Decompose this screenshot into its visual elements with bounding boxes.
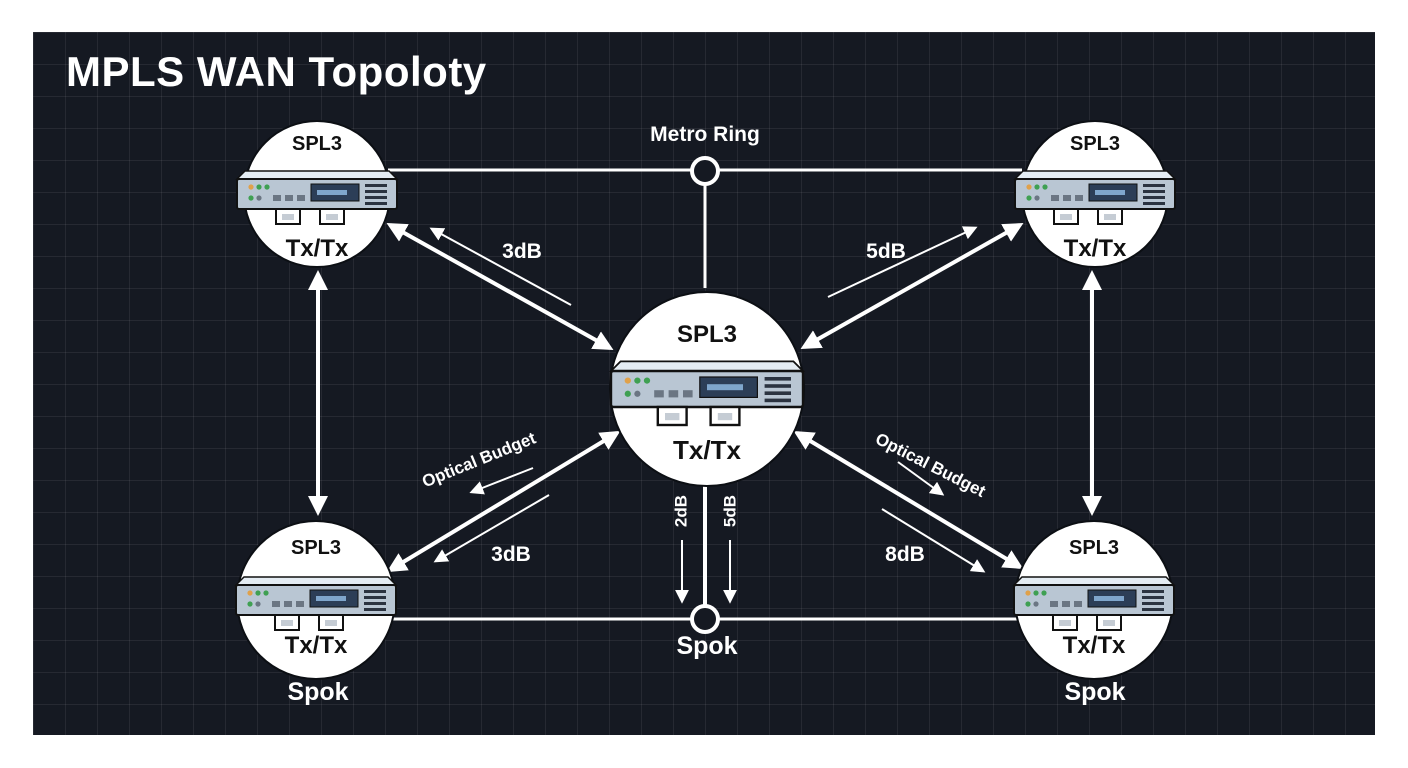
link-label: 2dB: [671, 495, 690, 527]
node-bottom-right[interactable]: SPL3 Tx/Tx: [1013, 520, 1175, 680]
node-name: SPL3: [1070, 133, 1120, 155]
link-bottom-right-center: [793, 430, 1024, 570]
node-top-right[interactable]: SPL3 Tx/Tx: [1014, 120, 1176, 268]
link-label: 3dB: [491, 543, 531, 566]
optical-budget-label: Optical Budget: [419, 428, 539, 491]
node-port: Tx/Tx: [285, 632, 348, 659]
link-top-right-center: [800, 223, 1024, 349]
metro-ring-junction[interactable]: [690, 156, 720, 186]
links-layer: [308, 168, 1102, 621]
link-label: 8dB: [885, 543, 925, 566]
node-bottom-left[interactable]: SPL3 Tx/Tx: [235, 520, 397, 680]
node-name: SPL3: [291, 537, 341, 559]
node-name: SPL3: [677, 321, 737, 348]
diagram-title: MPLS WAN Topoloty: [66, 48, 487, 95]
signal-arrow: [881, 508, 986, 573]
node-name: SPL3: [292, 133, 342, 155]
node-name: SPL3: [1069, 537, 1119, 559]
node-port: Tx/Tx: [673, 435, 741, 465]
node-center[interactable]: SPL3 Tx/Tx: [609, 291, 805, 487]
signal-arrow: [469, 467, 534, 495]
signal-arrow: [897, 461, 945, 496]
link-bottom-left-center: [386, 430, 621, 573]
link-label: 3dB: [502, 240, 542, 263]
link-label: 5dB: [720, 495, 739, 527]
spok-junction[interactable]: [690, 604, 720, 634]
node-port: Tx/Tx: [286, 235, 349, 262]
node-caption: Spok: [287, 678, 348, 706]
signal-arrow: [827, 226, 978, 298]
node-port: Tx/Tx: [1063, 632, 1126, 659]
node-top-left[interactable]: SPL3 Tx/Tx: [236, 120, 398, 268]
node-caption: Spok: [1064, 678, 1125, 706]
link-label: 5dB: [866, 240, 906, 263]
link-top-left-center: [386, 223, 614, 350]
spok-junction-label: Spok: [676, 632, 737, 660]
signal-arrow: [429, 227, 572, 306]
metro-ring-label: Metro Ring: [650, 123, 760, 146]
signal-arrow: [433, 494, 550, 563]
node-port: Tx/Tx: [1064, 235, 1127, 262]
